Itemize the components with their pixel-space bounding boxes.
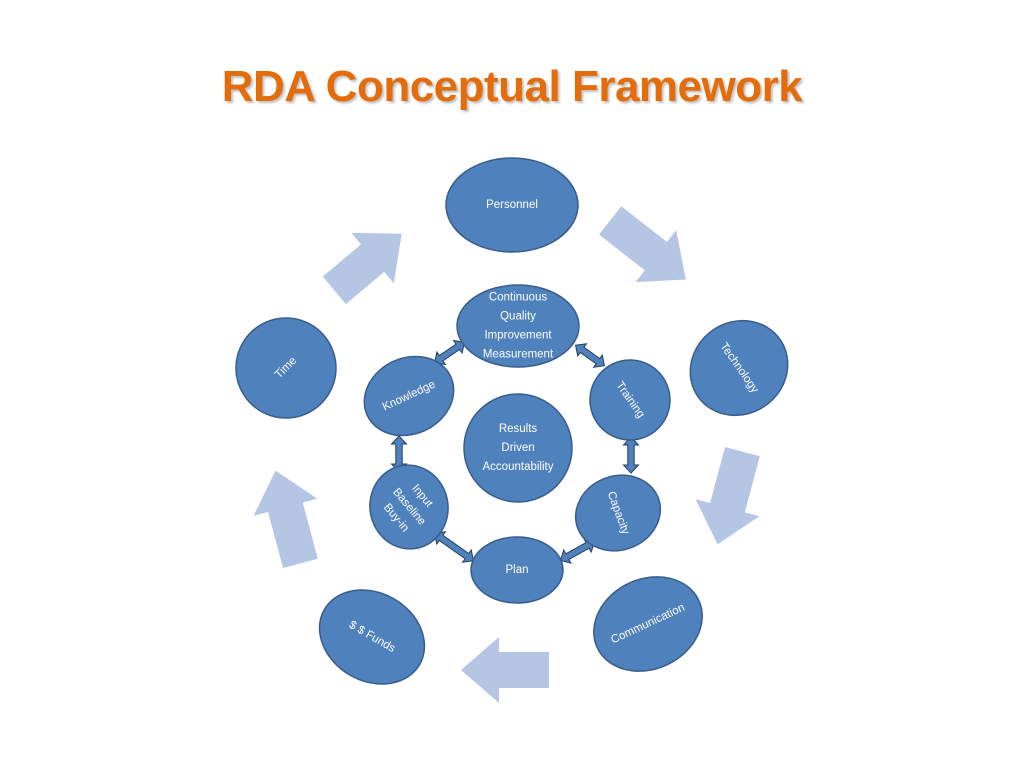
cycle-arrow-5 [253,470,318,569]
node-plan-label: Plan [505,564,528,576]
node-funds: $ $ Funds [318,589,426,685]
node-plan: Plan [470,536,564,604]
node-communication: Communication [593,576,703,672]
node-cqi-label: Measurement [483,349,554,361]
node-funds-shape [318,589,426,685]
node-personnel: Personnel [445,157,579,253]
node-results-label: Accountability [483,461,554,473]
node-cqi-shape [456,284,580,368]
node-cqi-label: Improvement [484,330,552,342]
cycle-arrow-2 [599,206,686,283]
node-plan-shape [470,536,564,604]
node-personnel-label: Personnel [486,199,538,211]
node-cqi-label: Continuous [489,292,547,304]
node-communication-shape [593,576,703,672]
node-time: Time [235,317,337,419]
cycle-arrow-1 [322,232,402,305]
link-arrow-2 [574,343,606,368]
node-knowledge: Knowledge [363,355,455,437]
node-personnel-shape [445,157,579,253]
node-input-shape [369,464,449,550]
node-training-shape [589,359,671,441]
link-arrow-3 [622,436,640,474]
node-technology: Technology [689,319,789,417]
node-time-shape [235,317,337,419]
node-capacity: Capacity [574,474,662,552]
node-cqi-label: Quality [500,311,536,323]
node-knowledge-shape [363,355,455,437]
slide-title: RDA Conceptual Framework [221,62,803,111]
node-results-shape [463,393,573,503]
node-results-label: Results [499,423,538,435]
cycle-arrow-4 [461,637,549,703]
node-capacity-shape [574,474,662,552]
node-results-label: Driven [501,442,534,454]
cycle-arrow-3 [695,446,760,545]
node-training: Training [589,359,671,441]
